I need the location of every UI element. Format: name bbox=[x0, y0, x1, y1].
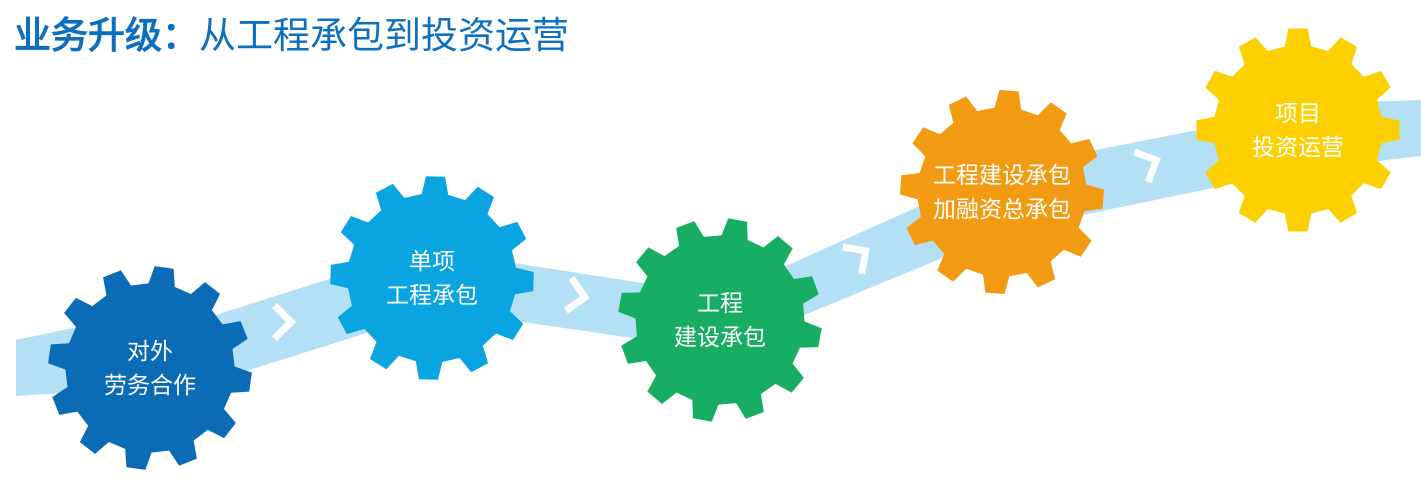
gear-shape bbox=[618, 218, 822, 422]
stage-label-line: 建设承包 bbox=[674, 325, 766, 351]
gear-shape bbox=[48, 266, 252, 470]
page-title: 业务升级：从工程承包到投资运营 bbox=[14, 8, 569, 64]
connector-arrows bbox=[272, 148, 1161, 341]
gear-shape bbox=[330, 176, 534, 380]
gears: 对外劳务合作单项工程承包工程建设承包工程建设承包加融资总承包项目投资运营 bbox=[48, 28, 1400, 470]
stage-label-line: 工程承包 bbox=[386, 283, 478, 309]
stage-label-line: 劳务合作 bbox=[104, 373, 196, 399]
stage-label-line: 工程建设承包 bbox=[933, 163, 1071, 189]
chevron-right-icon bbox=[842, 243, 870, 275]
gear-shape bbox=[900, 90, 1104, 294]
stage-label-line: 投资运营 bbox=[1252, 135, 1344, 161]
gear-shape bbox=[1196, 28, 1400, 232]
stage-label-line: 加融资总承包 bbox=[933, 197, 1071, 223]
stage-label-line: 单项 bbox=[409, 249, 455, 275]
stage-label-line: 对外 bbox=[127, 339, 173, 365]
chevron-right-icon bbox=[1133, 148, 1161, 184]
chevron-right-icon bbox=[563, 276, 590, 314]
page-title-bold: 业务升级： bbox=[14, 14, 199, 57]
stage-gear-3: 工程建设承包 bbox=[618, 218, 822, 422]
stage-label-line: 工程 bbox=[697, 291, 743, 317]
chevron-right-icon bbox=[272, 303, 296, 341]
stage-label-line: 项目 bbox=[1275, 101, 1321, 127]
page-title-regular: 从工程承包到投资运营 bbox=[199, 14, 569, 57]
